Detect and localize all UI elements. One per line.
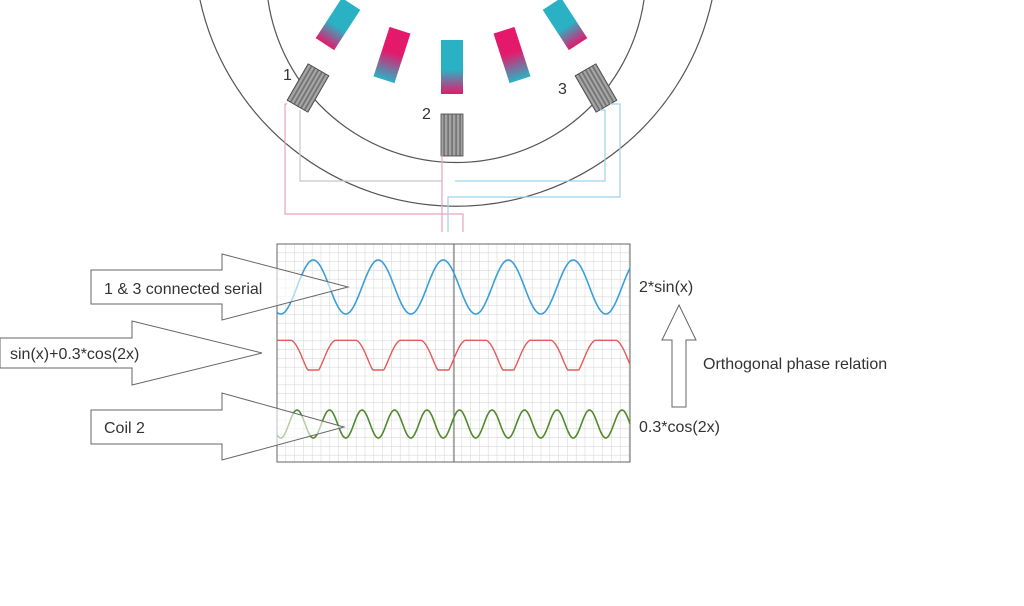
wave-coil2	[276, 409, 631, 439]
coil-2	[440, 113, 464, 157]
callout-serial-label: 1 & 3 connected serial	[104, 281, 262, 298]
coil-3-label: 3	[558, 81, 567, 98]
callout-coil2-label: Coil 2	[104, 420, 145, 437]
callout-sum-label: sin(x)+0.3*cos(2x)	[10, 346, 139, 363]
wave-coil2-label: 0.3*cos(2x)	[639, 419, 720, 436]
callout-arrow-sum	[0, 320, 263, 386]
wire-blue	[447, 103, 621, 232]
magnet	[315, 0, 361, 51]
coil-1	[286, 63, 330, 113]
magnet	[441, 40, 463, 94]
wiring	[284, 103, 621, 232]
callout-arrow-serial	[90, 253, 350, 321]
phase-up-arrow	[661, 303, 697, 408]
outer-stator-arc	[199, 0, 713, 207]
magnet	[542, 0, 588, 51]
rotor-magnets	[315, 0, 588, 94]
coil-3	[574, 63, 618, 113]
inner-rotor-arc	[267, 0, 645, 164]
magnet	[373, 26, 411, 84]
coil-2-label: 2	[422, 106, 431, 123]
wave-2sinx-label: 2*sin(x)	[639, 279, 693, 296]
wire-gray	[299, 110, 442, 182]
callout-arrow-coil2	[90, 392, 346, 461]
wire-pink	[284, 103, 464, 232]
coil-1-label: 1	[283, 67, 292, 84]
wire-blue-inner	[455, 109, 606, 182]
magnet	[493, 26, 531, 84]
phase-relation-label: Orthogonal phase relation	[703, 356, 887, 373]
wave-2sinx	[276, 259, 631, 315]
wave-sum	[277, 339, 631, 371]
